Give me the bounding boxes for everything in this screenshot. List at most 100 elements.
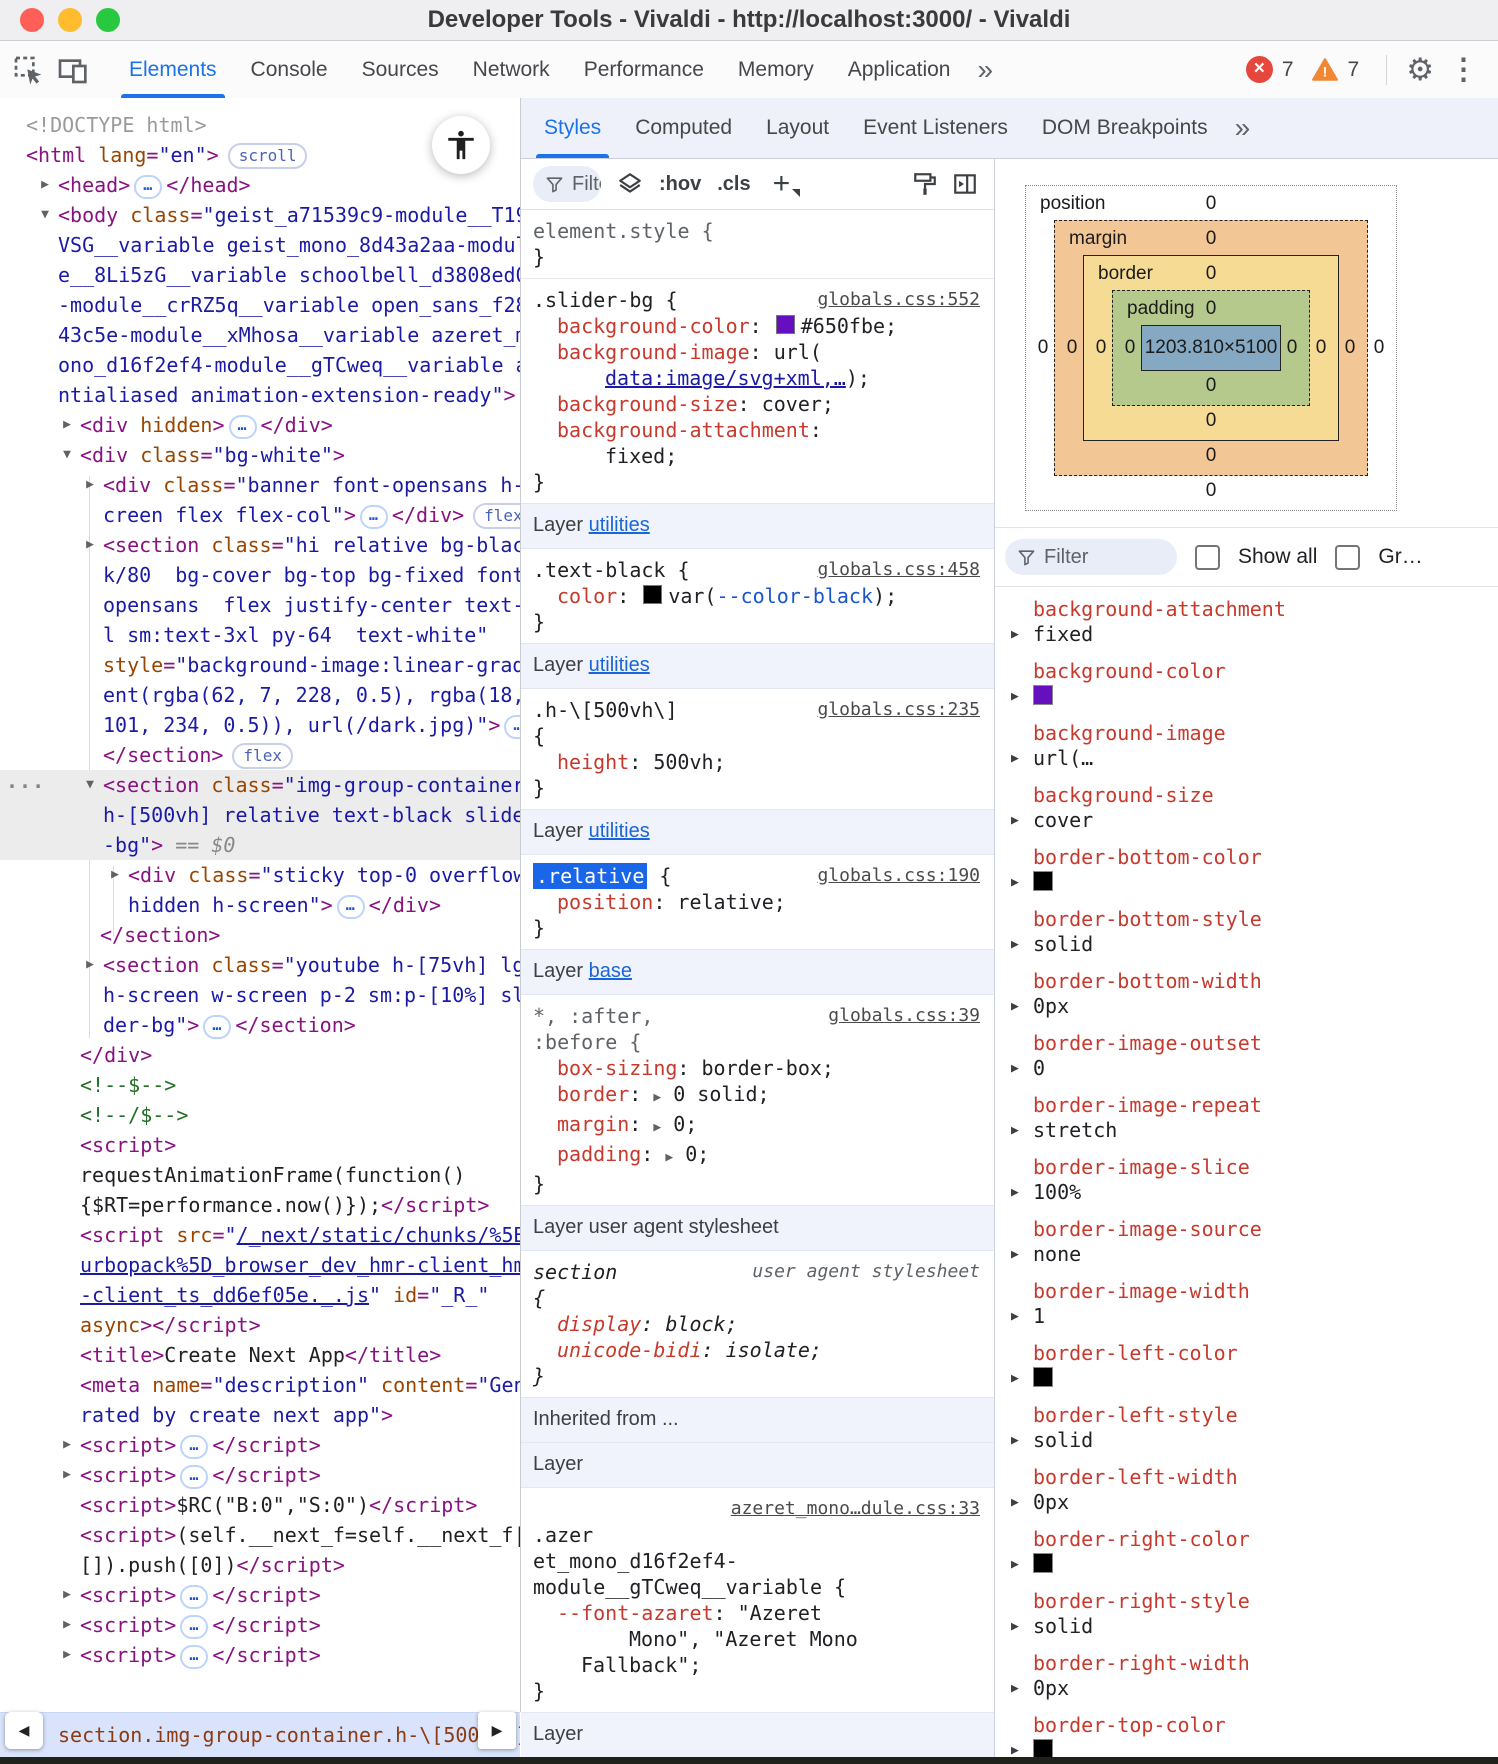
sidebar-tab-styles[interactable]: Styles xyxy=(527,98,618,158)
tab-network[interactable]: Network xyxy=(472,57,550,81)
style-rule[interactable]: globals.css:39*, :after,:before {box-siz… xyxy=(521,995,994,1206)
dom-tree-line[interactable]: VSG__variable geist_mono_8d43a2aa-modul xyxy=(0,230,520,260)
dom-tree-line[interactable]: {$RT=performance.now()});</script> xyxy=(0,1190,520,1220)
expand-ellipsis-icon[interactable]: … xyxy=(203,1015,232,1039)
settings-gear-icon[interactable]: ⚙ xyxy=(1406,51,1434,87)
group-checkbox[interactable] xyxy=(1335,544,1361,570)
dom-tree-line[interactable]: </section>flex xyxy=(0,740,520,770)
color-swatch[interactable] xyxy=(1033,685,1053,705)
expand-arrow-icon[interactable]: ▶ xyxy=(41,177,49,192)
collapse-arrow-icon[interactable]: ▼ xyxy=(41,207,49,222)
dom-tree-line[interactable]: -module__crRZ5q__variable open_sans_f28 xyxy=(0,290,520,320)
color-swatch[interactable] xyxy=(1033,1739,1053,1757)
color-swatch[interactable] xyxy=(1033,1553,1053,1573)
padding-top[interactable]: 0 xyxy=(1205,298,1217,319)
css-url-link[interactable]: data:image/svg+xml,… xyxy=(605,366,846,390)
attribute-link[interactable]: -client_ts_dd6ef05e._.js xyxy=(80,1283,369,1307)
inspect-element-icon[interactable] xyxy=(6,48,50,92)
dom-tree-line[interactable]: ▶<div hidden>…</div> xyxy=(0,410,520,440)
expand-ellipsis-icon[interactable]: … xyxy=(180,1645,209,1669)
expand-arrow-icon[interactable]: ▶ xyxy=(1011,1123,1019,1138)
dom-tree-line[interactable]: h-[500vh] relative text-black slider xyxy=(0,800,520,830)
expand-arrow-icon[interactable]: ▶ xyxy=(1011,1495,1019,1510)
expand-arrow-icon[interactable]: ▶ xyxy=(63,1467,71,1482)
dom-tree-line[interactable]: k/80 bg-cover bg-top bg-fixed font- xyxy=(0,560,520,590)
zoom-window-button[interactable] xyxy=(96,8,120,32)
style-rule[interactable]: globals.css:235.h-\[500vh\]{height: 500v… xyxy=(521,689,994,810)
dom-tree-line[interactable]: ▶<script>…</script> xyxy=(0,1460,520,1490)
dom-tree-line[interactable]: der-bg">…</section> xyxy=(0,1010,520,1040)
expand-arrow-icon[interactable]: ▶ xyxy=(63,417,71,432)
position-left[interactable]: 0 xyxy=(1037,337,1049,358)
expand-arrow-icon[interactable]: ▶ xyxy=(63,1437,71,1452)
collapse-arrow-icon[interactable]: ▼ xyxy=(86,777,94,792)
dom-tree-line[interactable]: <title>Create Next App</title> xyxy=(0,1340,520,1370)
expand-arrow-icon[interactable]: ▶ xyxy=(1011,1681,1019,1696)
dom-tree-line[interactable]: requestAnimationFrame(function() xyxy=(0,1160,520,1190)
expand-arrow-icon[interactable]: ▶ xyxy=(111,867,119,882)
dom-tree-line[interactable]: ▶<head>…</head> xyxy=(0,170,520,200)
close-window-button[interactable] xyxy=(20,8,44,32)
dom-tree-line[interactable]: []).push([0])</script> xyxy=(0,1550,520,1580)
show-sidebar-icon[interactable] xyxy=(952,171,978,197)
hover-state-button[interactable]: :hov xyxy=(659,172,702,195)
stylesheet-source-link[interactable]: globals.css:458 xyxy=(817,559,980,580)
error-badge-icon[interactable]: × xyxy=(1245,56,1273,83)
expand-arrow-icon[interactable]: ▶ xyxy=(1011,1247,1019,1262)
tab-sources[interactable]: Sources xyxy=(361,57,439,81)
expand-arrow-icon[interactable]: ▶ xyxy=(86,957,94,972)
class-button[interactable]: .cls xyxy=(717,172,751,195)
expand-ellipsis-icon[interactable]: … xyxy=(180,1465,209,1489)
expand-arrow-icon[interactable]: ▶ xyxy=(1011,813,1019,828)
position-bottom[interactable]: 0 xyxy=(1205,480,1217,501)
expand-ellipsis-icon[interactable]: … xyxy=(180,1585,209,1609)
computed-filter-input[interactable]: Filter xyxy=(1005,539,1177,575)
dom-tree-line[interactable]: <script>$RC("B:0","S:0")</script> xyxy=(0,1490,520,1520)
sidebar-tab-computed[interactable]: Computed xyxy=(635,116,733,139)
highlighted-selector[interactable]: .relative xyxy=(533,863,648,889)
expand-arrow-icon[interactable]: ▶ xyxy=(63,1617,71,1632)
computed-property[interactable]: border-right-color▶ xyxy=(995,1523,1498,1585)
dom-tree-line[interactable]: creen flex flex-col">…</div>flex xyxy=(0,500,520,530)
expand-arrow-icon[interactable]: ▶ xyxy=(1011,1619,1019,1634)
device-toolbar-icon[interactable] xyxy=(50,48,94,92)
tab-console[interactable]: Console xyxy=(250,57,328,81)
border-bottom[interactable]: 0 xyxy=(1205,410,1217,431)
dom-tree-line[interactable]: ent(rgba(62, 7, 228, 0.5), rgba(18, xyxy=(0,680,520,710)
error-count[interactable]: 7 xyxy=(1281,57,1294,81)
expand-arrow-icon[interactable]: ▶ xyxy=(1011,1557,1019,1572)
customize-menu-icon[interactable]: ⋮ xyxy=(1449,54,1478,86)
style-rule[interactable]: element.style {} xyxy=(521,210,994,279)
more-tabs-icon[interactable]: » xyxy=(977,53,994,85)
dom-tree-line[interactable]: <script>(self.__next_f=self.__next_f|| xyxy=(0,1520,520,1550)
dom-tree-line[interactable]: <!--$--> xyxy=(0,1070,520,1100)
dom-tree-line[interactable]: ▶<script>…</script> xyxy=(0,1640,520,1670)
attribute-link[interactable]: urbopack%5D_browser_dev_hmr-client_hmr xyxy=(80,1253,521,1277)
layer-link[interactable]: utilities xyxy=(588,820,650,842)
minimize-window-button[interactable] xyxy=(58,8,82,32)
breadcrumb-back-icon[interactable]: ◀ xyxy=(5,1712,43,1749)
layer-link[interactable]: utilities xyxy=(588,654,650,676)
expand-arrow-icon[interactable]: ▶ xyxy=(1011,875,1019,890)
color-swatch[interactable] xyxy=(643,585,663,604)
tab-performance[interactable]: Performance xyxy=(583,57,704,81)
expand-arrow-icon[interactable]: ▶ xyxy=(1011,1433,1019,1448)
dom-tree-line[interactable]: urbopack%5D_browser_dev_hmr-client_hmr xyxy=(0,1250,520,1280)
style-rule[interactable]: globals.css:552.slider-bg {background-co… xyxy=(521,279,994,504)
color-swatch[interactable] xyxy=(775,315,795,334)
tab-memory[interactable]: Memory xyxy=(737,57,814,81)
adorner-badge[interactable]: scroll xyxy=(227,143,308,169)
dom-tree-line[interactable]: ▼<body class="geist_a71539c9-module__T19 xyxy=(0,200,520,230)
layer-link[interactable]: base xyxy=(588,960,632,982)
dom-tree-line[interactable]: ▶<div class="banner font-opensans h-s xyxy=(0,470,520,500)
dom-tree-line[interactable]: h-screen w-screen p-2 sm:p-[10%] sli xyxy=(0,980,520,1010)
